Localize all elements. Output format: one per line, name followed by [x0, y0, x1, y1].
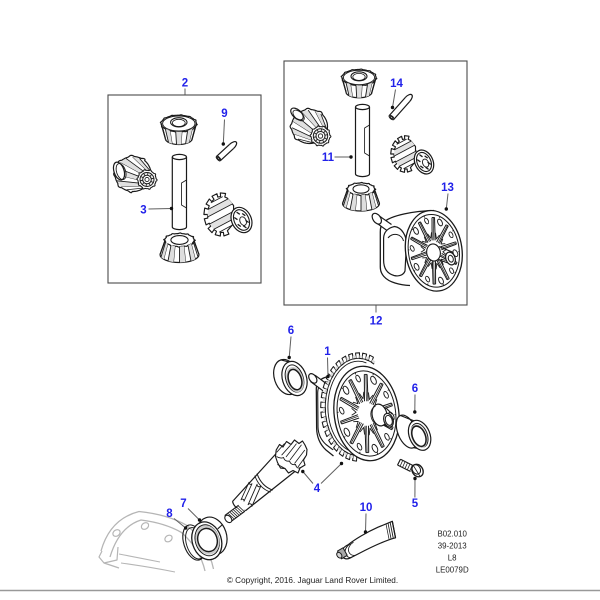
svg-text:13: 13	[441, 182, 454, 194]
svg-text:9: 9	[221, 108, 227, 120]
svg-text:5: 5	[412, 498, 419, 510]
svg-text:6: 6	[412, 383, 418, 395]
svg-text:3: 3	[140, 205, 146, 217]
svg-text:12: 12	[370, 316, 383, 328]
svg-text:B02.010: B02.010	[437, 529, 467, 538]
svg-text:14: 14	[390, 78, 403, 90]
svg-text:© Copyright, 2016. Jaguar Land: © Copyright, 2016. Jaguar Land Rover Lim…	[227, 576, 398, 585]
svg-text:6: 6	[288, 325, 294, 337]
svg-text:7: 7	[180, 498, 186, 510]
svg-text:39-2013: 39-2013	[438, 541, 468, 550]
svg-text:LE0079D: LE0079D	[436, 565, 469, 574]
svg-text:L8: L8	[448, 553, 457, 562]
svg-text:11: 11	[322, 152, 335, 164]
svg-text:10: 10	[360, 502, 373, 514]
svg-text:4: 4	[314, 483, 321, 495]
svg-text:2: 2	[182, 78, 188, 90]
svg-text:1: 1	[324, 346, 331, 358]
svg-text:8: 8	[166, 508, 173, 520]
